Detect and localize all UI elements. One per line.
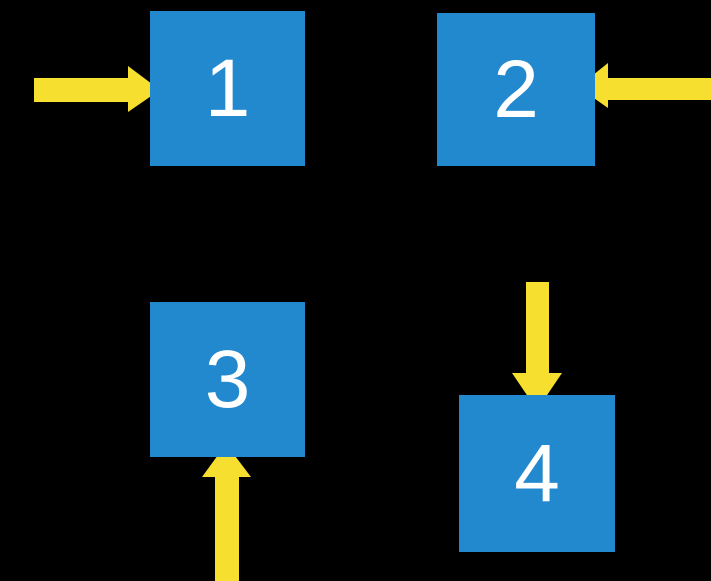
node-4[interactable]: 4 [459,395,615,552]
node-2[interactable]: 2 [437,13,595,166]
node-3-label: 3 [204,333,251,425]
arrow-down-into-node-4 [512,282,562,410]
node-3[interactable]: 3 [150,302,305,457]
arrow-right-into-node-1 [34,66,160,112]
arrow-up-into-node-3 [202,444,251,581]
node-1-label: 1 [204,42,251,134]
node-2-label: 2 [493,43,539,135]
arrow-left-into-node-2 [578,63,711,108]
node-1[interactable]: 1 [150,11,305,166]
node-4-label: 4 [514,427,560,519]
